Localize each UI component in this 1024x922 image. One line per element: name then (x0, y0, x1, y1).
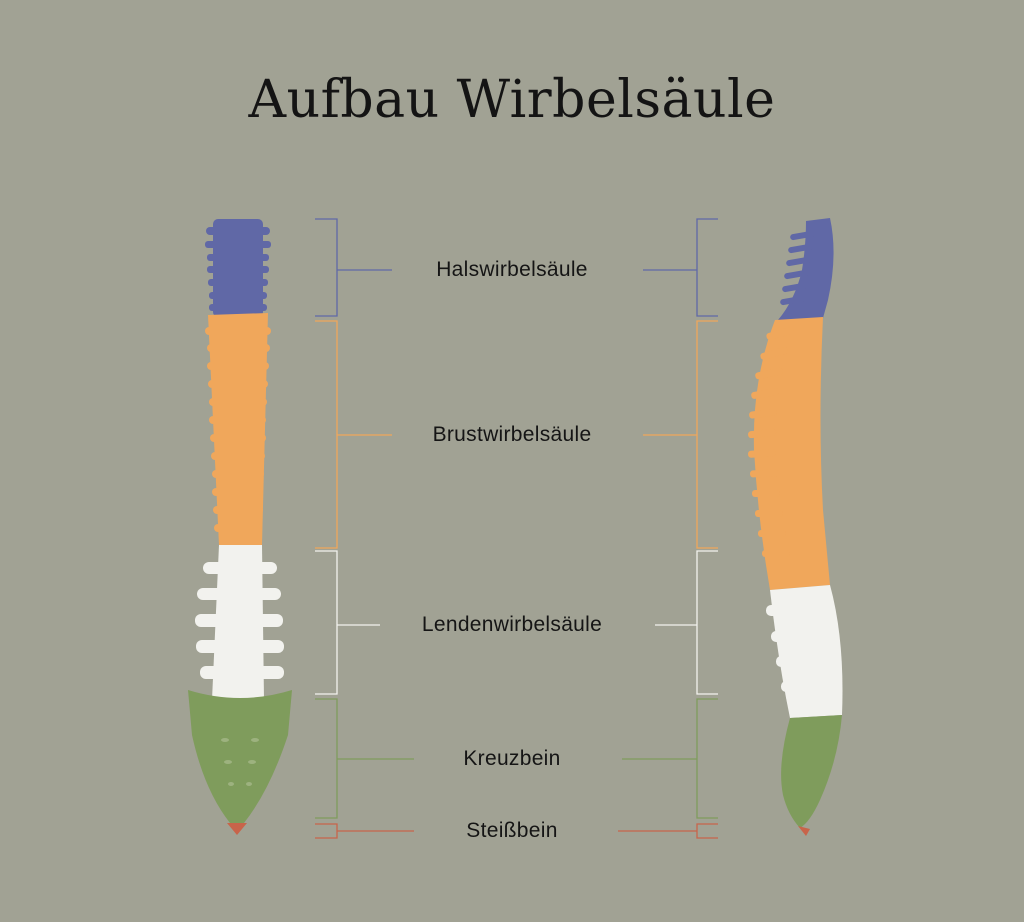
diagram-title: Aufbau Wirbelsäule (248, 70, 776, 130)
spine-front-view (188, 219, 292, 835)
right-bracket-thoracic (643, 320, 718, 549)
label-brustwirbelsaeule: Brustwirbelsäule (432, 423, 592, 446)
label-halswirbelsaeule: Halswirbelsäule (436, 258, 588, 281)
spine-side-view (748, 218, 843, 836)
label-lendenwirbelsaeule: Lendenwirbelsäule (421, 613, 603, 636)
side-coccyx-segment (798, 826, 810, 836)
right-bracket-cervical (643, 218, 718, 317)
right-bracket-lumbar (655, 550, 718, 695)
left-bracket-cervical (315, 218, 392, 317)
front-cervical-segment (205, 219, 271, 317)
front-sacrum-segment (188, 690, 292, 823)
side-cervical-segment (778, 218, 834, 320)
left-bracket-lumbar (315, 550, 380, 695)
left-bracket-coccyx (315, 823, 414, 839)
front-lumbar-segment (195, 545, 284, 700)
left-bracket-thoracic (315, 320, 392, 549)
side-lumbar-segment (766, 585, 843, 718)
front-thoracic-segment (205, 313, 271, 545)
label-steissbein: Steißbein (466, 819, 558, 842)
left-bracket-sacrum (315, 698, 414, 819)
side-sacrum-segment (781, 715, 842, 828)
label-kreuzbein: Kreuzbein (463, 747, 561, 770)
right-bracket-sacrum (622, 698, 718, 819)
front-coccyx-segment (227, 823, 247, 835)
right-bracket-coccyx (618, 823, 718, 839)
side-thoracic-segment (748, 317, 830, 590)
